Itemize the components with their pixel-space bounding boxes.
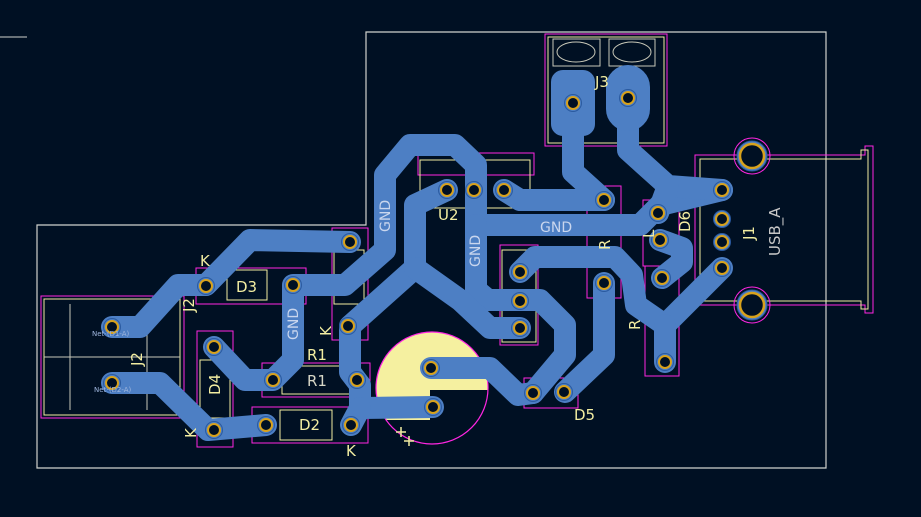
pad[interactable]	[339, 317, 357, 335]
pad[interactable]	[713, 210, 731, 228]
pad[interactable]	[713, 259, 731, 277]
ref-k: K	[346, 442, 357, 460]
pad[interactable]	[205, 338, 223, 356]
copper-track[interactable]	[493, 179, 615, 211]
d2-silkscreen	[279, 409, 333, 441]
pad[interactable]	[197, 277, 215, 295]
screw-icon	[612, 41, 652, 63]
ref-d6: D6	[676, 211, 694, 232]
net-label-gnd: GND	[286, 308, 302, 340]
ref-j3: J3	[594, 73, 609, 91]
copper-track[interactable]	[554, 272, 615, 403]
net-label-gnd: GND	[468, 235, 484, 267]
pad[interactable]	[348, 371, 366, 389]
pad[interactable]	[649, 204, 667, 222]
polarity-plus-icon	[404, 436, 414, 446]
pad[interactable]	[619, 89, 637, 107]
pad[interactable]	[511, 263, 529, 281]
pad[interactable]	[713, 233, 731, 251]
pad[interactable]	[342, 416, 360, 434]
ref-j2: J2	[180, 298, 198, 313]
pad[interactable]	[284, 276, 302, 294]
net-label-gnd: GND	[540, 220, 572, 236]
ref-k: K	[182, 427, 200, 438]
j1-silkscreen	[699, 149, 869, 310]
ref-r: R	[596, 240, 614, 250]
ref-d5: D5	[574, 406, 595, 424]
j3-courtyard	[544, 33, 668, 147]
ref-r1-value: R1	[307, 372, 327, 390]
pad-net-label: Net-(D2-A)	[94, 386, 132, 394]
d4-courtyard	[196, 330, 234, 448]
polarity-plus-icon	[396, 427, 406, 437]
pad[interactable]	[564, 94, 582, 112]
ref-k: K	[200, 252, 211, 270]
copper-track[interactable]	[404, 257, 531, 339]
ref-k: K	[317, 325, 335, 336]
pad[interactable]	[511, 319, 529, 337]
pad[interactable]	[341, 233, 359, 251]
d3-silkscreen	[226, 269, 268, 301]
pad[interactable]	[422, 359, 440, 377]
shield-pad[interactable]	[733, 286, 771, 324]
net-label-gnd: GND	[378, 200, 394, 232]
pad[interactable]	[524, 384, 542, 402]
pad[interactable]	[424, 398, 442, 416]
pad[interactable]	[438, 181, 456, 199]
copper-track[interactable]	[649, 229, 693, 289]
copper-track[interactable]	[101, 229, 361, 338]
screw-icon	[556, 41, 596, 63]
ref-r1: R1	[307, 346, 327, 364]
pad[interactable]	[495, 181, 513, 199]
ref-d2: D2	[299, 416, 320, 434]
pad[interactable]	[595, 191, 613, 209]
pad[interactable]	[595, 274, 613, 292]
ref-j1: J1	[740, 226, 758, 241]
j2-courtyard	[40, 295, 185, 419]
ref-l: L	[640, 229, 658, 238]
pad-net-label: Net-(D1-A)	[92, 330, 130, 338]
pad[interactable]	[264, 371, 282, 389]
pad[interactable]	[713, 181, 731, 199]
pad[interactable]	[103, 318, 121, 336]
pad[interactable]	[511, 292, 529, 310]
pad[interactable]	[555, 383, 573, 401]
copper-track[interactable]	[101, 372, 277, 441]
ref-u2: U2	[438, 206, 459, 224]
board-edge	[36, 31, 827, 469]
copper-track[interactable]	[203, 134, 733, 391]
copper-track[interactable]	[465, 214, 576, 404]
ref-j2: J2	[128, 352, 146, 367]
pad[interactable]	[257, 416, 275, 434]
j1-courtyard	[694, 145, 874, 314]
pad[interactable]	[656, 353, 674, 371]
j3-screw-box	[552, 38, 601, 67]
pad[interactable]	[103, 374, 121, 392]
ref-d3: D3	[236, 278, 257, 296]
ref-usb-a: USB_A	[766, 207, 785, 256]
ref-r: R	[626, 320, 644, 330]
pad[interactable]	[651, 231, 669, 249]
ref-d4: D4	[206, 374, 224, 395]
capacitor-courtyard	[375, 331, 489, 445]
shield-pad[interactable]	[733, 137, 771, 175]
pad[interactable]	[653, 269, 671, 287]
pad[interactable]	[205, 421, 223, 439]
pads[interactable]	[103, 89, 771, 439]
j3-silkscreen	[547, 36, 665, 144]
pad[interactable]	[465, 181, 483, 199]
